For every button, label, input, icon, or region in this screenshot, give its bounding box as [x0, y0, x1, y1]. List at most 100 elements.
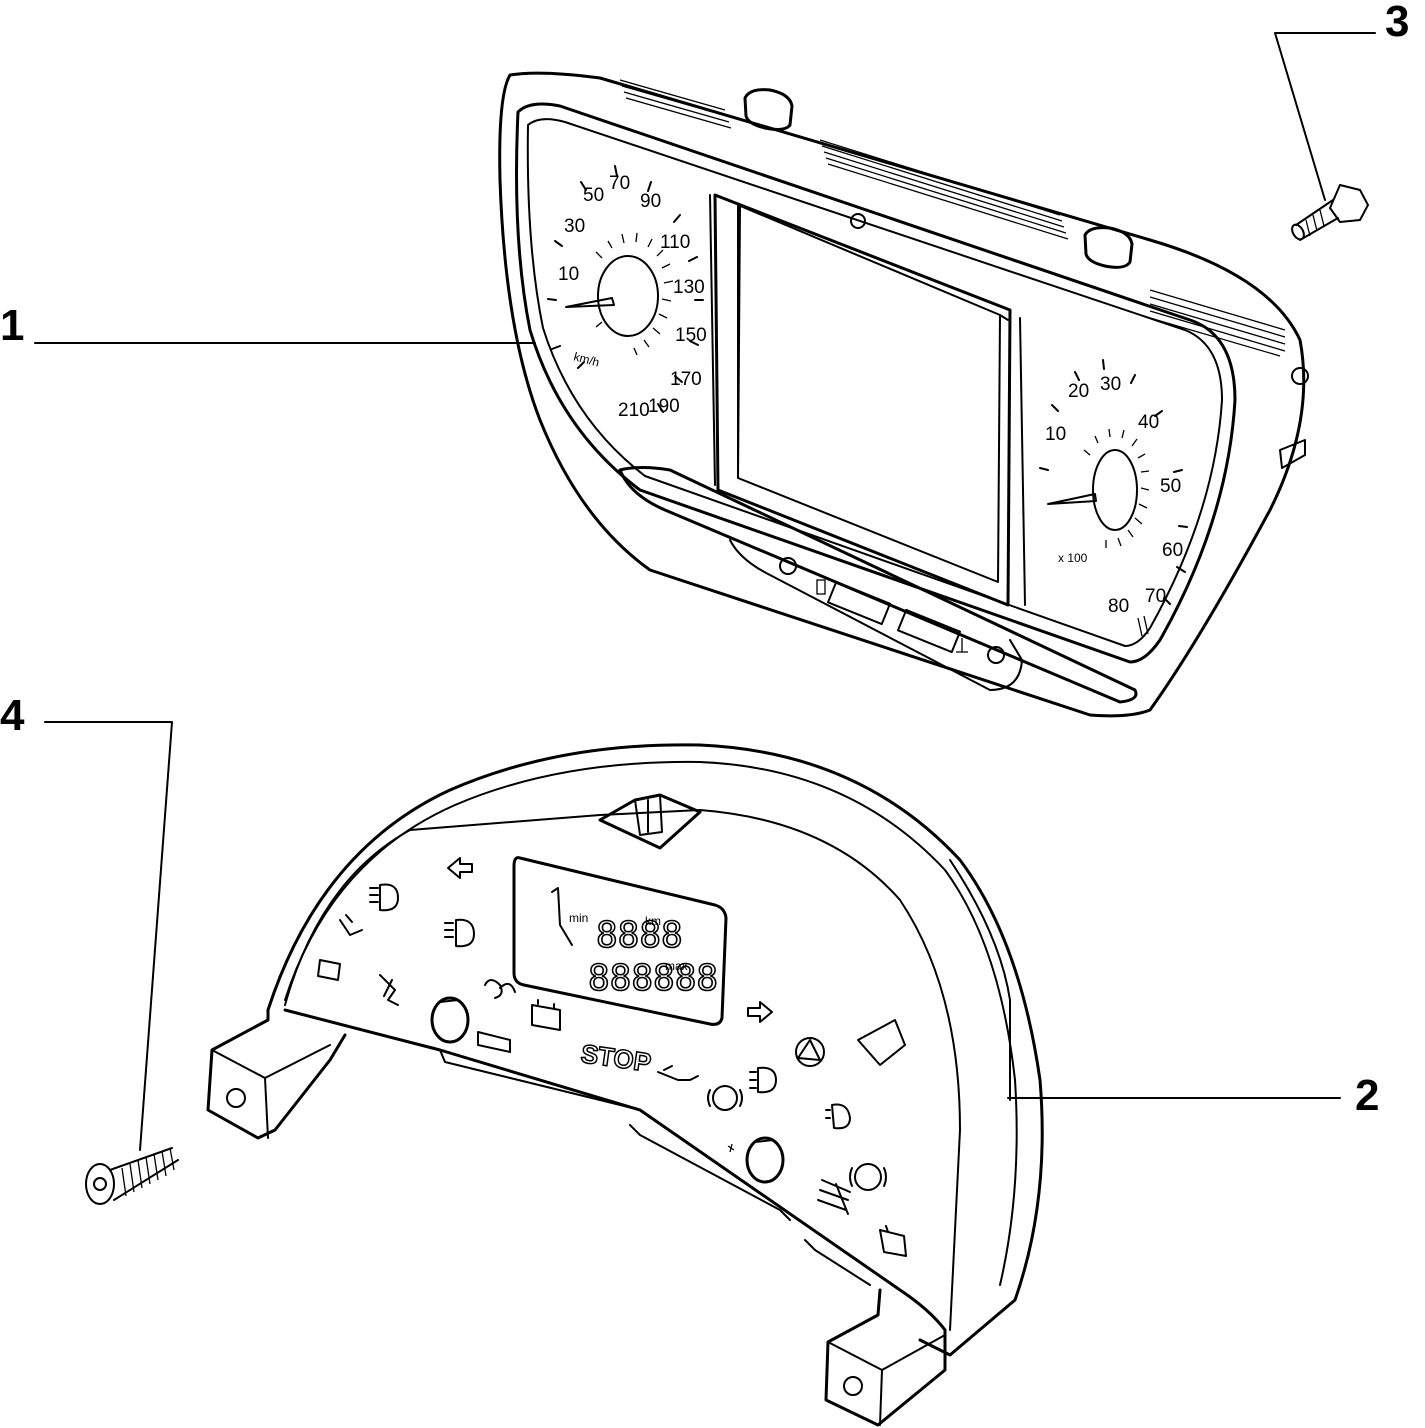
speedometer: 10 30 50 70 90 110 130 150 170 190 210 k…	[547, 165, 707, 421]
plus-minus-icon	[727, 1143, 735, 1153]
fog-light-icon	[749, 1066, 777, 1094]
lower-visor	[618, 466, 1138, 704]
preheat-icon	[817, 1179, 851, 1215]
tacho-label-60: 60	[1162, 540, 1183, 561]
speedo-label-70: 70	[609, 173, 630, 194]
rear-fog-icon	[825, 1103, 851, 1130]
pod-screw-left	[779, 557, 797, 575]
tacho-minor-ticks	[1083, 428, 1150, 548]
speedo-label-90: 90	[640, 191, 661, 212]
engine-check-icon	[879, 1225, 907, 1257]
speedo-label-170: 170	[670, 369, 702, 390]
temp-icon	[956, 638, 968, 653]
tacho-hub	[1092, 449, 1138, 531]
housing-bezel-rim	[526, 118, 1223, 647]
glow-plug-icon	[484, 979, 516, 999]
speedo-label-30: 30	[564, 216, 585, 237]
screw-threads	[121, 1147, 175, 1197]
callout-3: 3	[1385, 0, 1409, 46]
bracket-left-hole	[226, 1088, 246, 1108]
callout-2: 2	[1355, 1071, 1379, 1120]
leader-line-3	[1274, 32, 1376, 201]
top-vents	[619, 79, 1286, 357]
lcd-digits-bottom: 888888	[588, 958, 718, 999]
stop-label: STOP	[579, 1038, 653, 1077]
tacho-redline	[1137, 615, 1149, 637]
top-connector	[598, 793, 702, 850]
top-clip-right	[1083, 226, 1134, 269]
turn-left-arrow-icon	[447, 857, 473, 879]
speedo-needle	[565, 297, 615, 308]
center-window-frame	[713, 193, 1012, 607]
tacho-unit: x 100	[1058, 551, 1088, 565]
airbag-off-icon	[379, 974, 399, 1006]
tachometer: 10 20 30 40 50 60 70 80 x 100	[1039, 359, 1188, 637]
speedo-label-210: 210	[618, 400, 650, 421]
panel-outer-arch	[266, 743, 1044, 1357]
speedo-major-ticks	[547, 165, 704, 413]
tacho-label-10: 10	[1045, 424, 1066, 445]
bracket-right	[824, 1288, 947, 1427]
brake-icon	[712, 1085, 738, 1111]
tacho-label-30: 30	[1100, 374, 1121, 395]
pod-screw-right	[987, 646, 1005, 664]
bolt	[1291, 184, 1369, 241]
screw-head	[85, 1163, 115, 1205]
bracket-left	[206, 1008, 347, 1140]
callout-1: 1	[0, 301, 24, 350]
warning-panel: 8888 888888 min max km STOP	[206, 743, 1044, 1427]
screw	[85, 1147, 179, 1205]
panel-face-bottom	[283, 1008, 947, 1332]
tacho-label-70: 70	[1145, 586, 1166, 607]
speedo-label-50: 50	[583, 185, 604, 206]
lcd-digits-top: 8888	[596, 915, 683, 956]
oil-pressure-icon	[657, 1065, 699, 1081]
leader-lines	[34, 32, 1376, 1151]
bolt-head	[1329, 184, 1369, 223]
housing-inner-bezel	[515, 102, 1237, 664]
high-beam-icon	[444, 918, 475, 948]
callout-4: 4	[0, 691, 25, 740]
lcd-label-min: min	[569, 911, 588, 925]
tacho-needle	[1047, 493, 1097, 505]
temp-bar	[896, 608, 962, 654]
tacho-label-20: 20	[1068, 381, 1089, 402]
side-tab	[1279, 439, 1306, 469]
lcd-fuel-icon	[551, 887, 573, 946]
speedo-label-130: 130	[673, 277, 705, 298]
tacho-label-40: 40	[1138, 412, 1159, 433]
side-hole	[1291, 367, 1309, 385]
tacho-major-ticks	[1039, 359, 1188, 605]
cluster-housing: 10 30 50 70 90 110 130 150 170 190 210 k…	[498, 71, 1309, 718]
battery-icon	[531, 999, 561, 1031]
speedo-label-190: 190	[648, 396, 680, 417]
center-hole	[850, 213, 866, 229]
leader-line-4	[44, 721, 173, 1151]
speedo-label-150: 150	[675, 325, 707, 346]
fuel-icon	[816, 579, 826, 595]
speedo-unit: km/h	[572, 349, 601, 369]
lcd-label-km: km	[645, 914, 661, 928]
reset-knob-left[interactable]	[430, 996, 470, 1044]
bracket-right-hole	[843, 1376, 863, 1396]
top-clip-left	[743, 88, 794, 131]
abs-icon	[854, 1163, 882, 1191]
screw-shank	[109, 1147, 179, 1201]
lcd-label-max: max	[665, 959, 688, 973]
panel-face	[284, 809, 961, 1331]
seatbelt-icon	[339, 914, 363, 936]
speedo-minor-ticks	[595, 232, 674, 356]
airbag-icon	[317, 959, 341, 981]
reset-knob-right[interactable]	[745, 1136, 785, 1184]
housing-outer-shell	[498, 71, 1306, 718]
gauge-pod	[729, 539, 1023, 691]
fuel-bar	[826, 580, 892, 626]
speedo-hub	[597, 255, 659, 337]
lcd-display	[512, 856, 728, 1026]
speedo-label-110: 110	[660, 232, 690, 253]
center-window	[737, 204, 1001, 583]
bolt-shank	[1295, 199, 1339, 241]
tacho-label-80: 80	[1108, 596, 1129, 617]
bolt-threads	[1305, 209, 1325, 237]
